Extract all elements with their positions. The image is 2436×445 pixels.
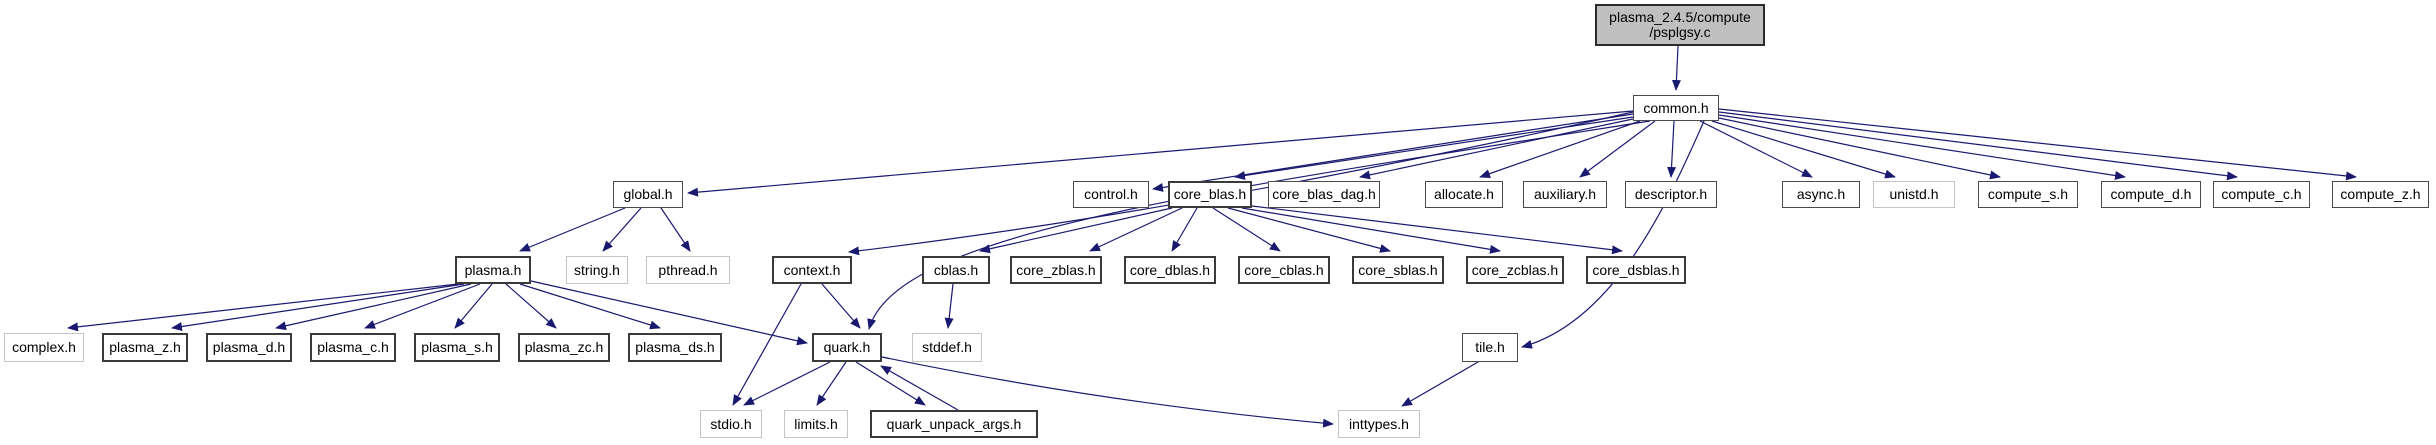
node-common[interactable]: common.h (1633, 95, 1719, 121)
edge-common-compute_d (1718, 114, 2126, 180)
node-plasma_z[interactable]: plasma_z.h (102, 333, 188, 362)
edge-common-descriptor (1667, 120, 1677, 178)
node-allocate[interactable]: allocate.h (1425, 181, 1503, 208)
node-quark_unpack[interactable]: quark_unpack_args.h (870, 410, 1038, 438)
edge-context-stdio (732, 283, 802, 406)
node-core_zcblas[interactable]: core_zcblas.h (1466, 256, 1564, 284)
node-core_dsblas[interactable]: core_dsblas.h (1586, 256, 1686, 284)
edge-common-core_blas (1234, 116, 1634, 180)
node-core_blas_dag[interactable]: core_blas_dag.h (1268, 181, 1380, 208)
node-plasma_zc[interactable]: plasma_zc.h (518, 333, 610, 362)
node-complex: complex.h (4, 333, 84, 362)
node-quark[interactable]: quark.h (812, 333, 882, 362)
node-global[interactable]: global.h (613, 181, 683, 208)
node-auxiliary[interactable]: auxiliary.h (1523, 181, 1607, 208)
edge-global-pthread (660, 207, 691, 252)
edge-common-async (1699, 120, 1813, 178)
node-control[interactable]: control.h (1073, 181, 1149, 208)
edge-quark-limits (816, 361, 847, 406)
node-compute_c[interactable]: compute_c.h (2213, 181, 2310, 208)
node-compute_s[interactable]: compute_s.h (1978, 181, 2078, 208)
node-plasma_c[interactable]: plasma_c.h (310, 333, 396, 362)
node-plasma_d[interactable]: plasma_d.h (206, 333, 292, 362)
edge-common-auxiliary (1579, 120, 1656, 178)
node-stdio: stdio.h (700, 410, 762, 438)
node-context[interactable]: context.h (772, 256, 852, 284)
edge-common-global (687, 110, 1634, 197)
node-core_zblas[interactable]: core_zblas.h (1010, 256, 1102, 284)
edge-plasma-plasma_c (364, 283, 481, 329)
edge-common-control (1152, 113, 1634, 192)
edge-common-quark (867, 120, 1651, 330)
edge-plasma-plasma_ds (519, 283, 661, 330)
edge-common-core_blas_dag (1359, 118, 1634, 180)
edge-common-compute_z (1718, 108, 2357, 181)
edge-quark-quark_unpack (855, 361, 926, 406)
edge-core_blas-core_dblas (1171, 207, 1198, 252)
edge-context-quark (821, 283, 861, 329)
node-limits: limits.h (784, 410, 848, 438)
edge-plasma-plasma_s (454, 283, 493, 329)
node-plasma[interactable]: plasma.h (455, 256, 531, 284)
edge-plasma-complex (67, 283, 459, 332)
edge-global-string (602, 207, 642, 252)
edges-group (67, 45, 2357, 428)
node-core_blas[interactable]: core_blas.h (1168, 181, 1252, 208)
edge-plasma-plasma_zc (505, 283, 557, 329)
node-compute_z[interactable]: compute_z.h (2332, 181, 2429, 208)
edge-common-compute_c (1718, 111, 2238, 181)
node-descriptor[interactable]: descriptor.h (1625, 181, 1717, 208)
edge-core_blas-core_sblas (1227, 207, 1391, 253)
edge-quark-stdio (743, 361, 831, 406)
node-plasma_ds[interactable]: plasma_ds.h (628, 333, 722, 362)
node-stddef: stddef.h (912, 333, 982, 362)
node-inttypes: inttypes.h (1338, 410, 1420, 438)
edge-common-compute_s (1718, 117, 2001, 180)
node-core_cblas[interactable]: core_cblas.h (1238, 256, 1330, 284)
edge-plasma-plasma_d (275, 283, 472, 331)
edge-cblas-stddef (944, 283, 954, 329)
node-cblas[interactable]: cblas.h (922, 256, 990, 284)
edge-core_blas-core_dsblas (1251, 205, 1623, 255)
node-async[interactable]: async.h (1782, 181, 1860, 208)
node-pthread: pthread.h (646, 256, 730, 284)
node-string: string.h (566, 256, 628, 284)
node-unistd: unistd.h (1873, 181, 1955, 208)
edge-core_blas-cblas (979, 207, 1173, 254)
edge-global-plasma (519, 207, 626, 252)
node-core_dblas[interactable]: core_dblas.h (1124, 256, 1216, 284)
edge-quark_unpack-quark (880, 365, 959, 411)
edge-core_blas-core_cblas (1212, 207, 1281, 252)
edge-core_blas-core_zblas (1089, 207, 1183, 252)
node-core_sblas[interactable]: core_sblas.h (1352, 256, 1444, 284)
edge-plasma-plasma_z (171, 283, 465, 331)
edge-core_blas-core_zcblas (1241, 207, 1501, 254)
edge-root-common (1671, 45, 1681, 91)
node-root: plasma_2.4.5/compute /psplgsy.c (1595, 4, 1765, 46)
edge-tile-inttypes (1401, 361, 1479, 407)
node-plasma_s[interactable]: plasma_s.h (414, 333, 500, 362)
node-tile[interactable]: tile.h (1462, 333, 1518, 362)
edge-plasma-quark (530, 280, 808, 346)
edge-quark-inttypes (881, 356, 1334, 428)
edge-common-tile (1521, 120, 1705, 349)
edge-common-unistd (1711, 120, 1896, 179)
edge-common-allocate (1479, 120, 1641, 178)
node-compute_d[interactable]: compute_d.h (2101, 181, 2201, 208)
